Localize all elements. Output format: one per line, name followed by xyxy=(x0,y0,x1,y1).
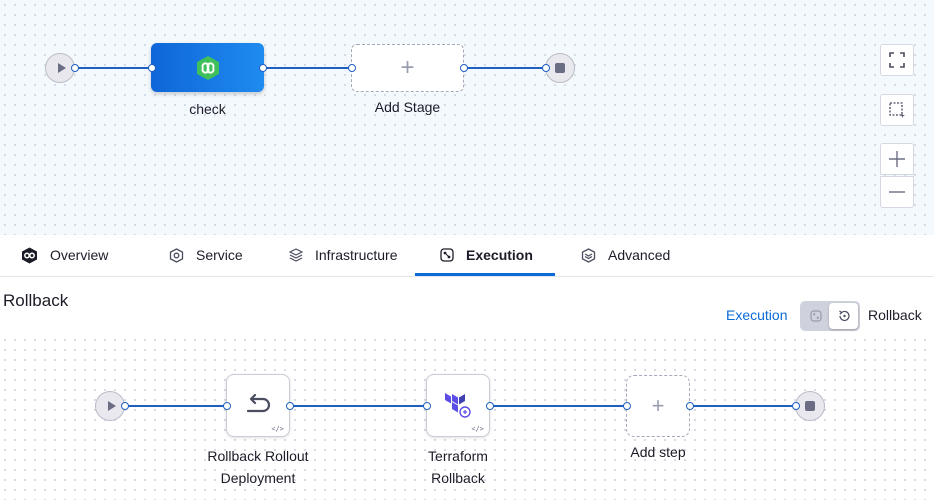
connector-port xyxy=(348,64,356,72)
rollback-end-node xyxy=(795,391,825,421)
stop-icon xyxy=(555,63,565,73)
advanced-icon xyxy=(581,247,596,263)
connector-line xyxy=(289,405,427,407)
tab-overview[interactable]: Overview xyxy=(21,235,108,275)
connector-port xyxy=(792,402,800,410)
connector-port xyxy=(71,64,79,72)
stage-check-node[interactable] xyxy=(151,43,264,92)
tab-label: Execution xyxy=(466,247,533,263)
toggle-knob[interactable] xyxy=(829,303,858,329)
connector-port xyxy=(286,402,294,410)
service-hexagon-icon xyxy=(169,247,184,263)
step-terraform-rollback[interactable]: </> xyxy=(426,374,490,437)
connector-port xyxy=(223,402,231,410)
tab-service[interactable]: Service xyxy=(169,235,243,275)
plus-icon: + xyxy=(400,54,415,81)
execution-icon xyxy=(440,248,454,262)
stage-tab-bar: Overview Service Infrastructure Executio… xyxy=(0,235,934,277)
rollback-arrow-icon xyxy=(246,393,271,412)
zoom-out-icon xyxy=(889,191,905,193)
step-label: Rollback Rollout Deployment xyxy=(192,445,324,489)
connector-line xyxy=(489,405,627,407)
add-step-label: Add step xyxy=(630,444,686,460)
rollback-icon xyxy=(838,310,850,322)
tab-label: Infrastructure xyxy=(315,247,398,263)
connector-port xyxy=(423,402,431,410)
connector-line xyxy=(124,405,227,407)
tab-label: Advanced xyxy=(608,247,671,263)
add-step-button[interactable]: + xyxy=(626,375,690,437)
tab-advanced[interactable]: Advanced xyxy=(581,235,670,275)
select-area-button[interactable] xyxy=(880,94,914,126)
fullscreen-icon xyxy=(889,52,905,68)
infrastructure-icon xyxy=(289,248,303,262)
plus-icon: + xyxy=(651,393,665,418)
zoom-in-button[interactable] xyxy=(880,143,914,175)
add-stage-button[interactable]: + xyxy=(351,44,464,92)
connector-port xyxy=(121,402,129,410)
connector-port xyxy=(460,64,468,72)
terraform-icon xyxy=(445,392,471,418)
connector-port xyxy=(259,64,267,72)
pipeline-canvas[interactable] xyxy=(0,0,934,235)
pipeline-end-node xyxy=(545,53,575,83)
pipeline-start-node xyxy=(45,53,75,83)
stage-label: check xyxy=(189,101,226,117)
add-stage-label: Add Stage xyxy=(374,99,441,115)
step-label-line: Terraform xyxy=(428,448,488,464)
connector-line xyxy=(264,67,352,69)
select-area-icon xyxy=(889,102,905,118)
stop-icon xyxy=(805,401,815,411)
connector-line xyxy=(689,405,796,407)
tab-label: Overview xyxy=(50,247,109,263)
zoom-in-icon xyxy=(889,151,905,167)
step-label: Terraform Rollback xyxy=(392,445,524,489)
code-badge-icon: </> xyxy=(471,425,484,433)
fullscreen-button[interactable] xyxy=(880,44,914,76)
connector-line xyxy=(464,67,546,69)
connector-port xyxy=(686,402,694,410)
active-tab-indicator xyxy=(415,273,555,276)
section-title: Rollback xyxy=(3,291,69,310)
pipeline-icon xyxy=(22,247,37,263)
toggle-execution-label[interactable]: Execution xyxy=(726,307,788,323)
tab-label: Service xyxy=(196,247,243,263)
step-label-line: Deployment xyxy=(220,470,296,486)
tab-execution[interactable]: Execution xyxy=(440,235,533,275)
play-icon xyxy=(57,63,66,73)
connector-line xyxy=(74,67,153,69)
connector-port xyxy=(486,402,494,410)
step-label-line: Rollback xyxy=(431,470,485,486)
execution-icon xyxy=(810,310,822,322)
code-badge-icon: </> xyxy=(271,425,284,433)
green-hexagon-stage-icon xyxy=(196,55,219,80)
toggle-rollback-label[interactable]: Rollback xyxy=(868,307,922,323)
step-rollback-rollout-deployment[interactable]: </> xyxy=(226,374,290,437)
play-icon xyxy=(107,401,116,411)
step-label-line: Rollback Rollout xyxy=(207,448,309,464)
connector-port xyxy=(542,64,550,72)
connector-port xyxy=(148,64,156,72)
zoom-out-button[interactable] xyxy=(880,176,914,208)
tab-infrastructure[interactable]: Infrastructure xyxy=(289,235,397,275)
connector-port xyxy=(623,402,631,410)
